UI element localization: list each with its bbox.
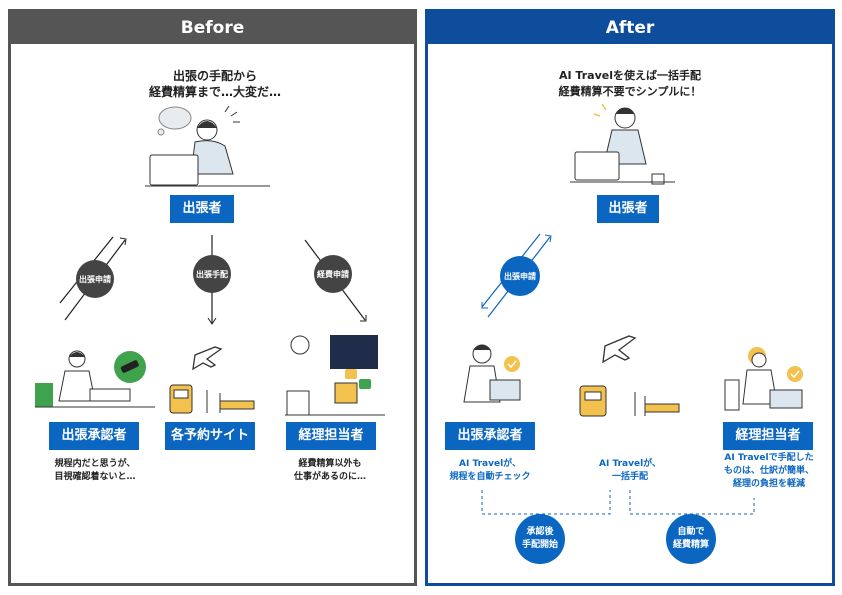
before-accounting-illustration xyxy=(285,335,385,416)
before-approver-box: 出張承認者 xyxy=(49,422,139,450)
stressed-worker-illustration xyxy=(145,105,270,187)
after-step-approval-start: 承認後手配開始 xyxy=(515,514,565,564)
after-accounting-note: AI Travelで手配した ものは、仕訳が簡単、 経理の負担を軽減 xyxy=(723,453,814,489)
after-approver-note: AI Travelが、 規程を自動チェック xyxy=(449,459,531,482)
after-accounting-box: 経理担当者 xyxy=(723,422,813,450)
after-step-auto-expense: 自動で経費精算 xyxy=(666,514,716,564)
after-dashed-connectors xyxy=(481,490,755,515)
before-flow-expense: 経費申請 xyxy=(314,255,352,293)
after-approver-box: 出張承認者 xyxy=(445,422,535,450)
happy-worker-illustration xyxy=(570,103,675,185)
after-flow-application: 出張申請 xyxy=(500,256,540,296)
before-caption: 出張の手配から 経費精算まで…大変だ… xyxy=(148,69,281,99)
after-approver-illustration xyxy=(463,344,521,403)
before-traveler-box: 出張者 xyxy=(170,195,234,223)
before-booking-illustration xyxy=(169,346,255,414)
airplane-icon xyxy=(602,335,637,364)
before-accounting-box: 経理担当者 xyxy=(286,422,376,450)
after-traveler-box: 出張者 xyxy=(597,195,659,223)
before-header: Before xyxy=(11,12,414,44)
airplane-icon xyxy=(192,346,223,371)
after-booking-illustration xyxy=(579,335,680,417)
after-accounting-illustration xyxy=(724,347,803,411)
after-center-note: AI Travelが、 一括手配 xyxy=(599,459,661,482)
before-accounting-note: 経費精算以外も 仕事があるのに… xyxy=(293,459,366,482)
before-approver-illustration xyxy=(35,350,155,408)
before-booking-box: 各予約サイト xyxy=(165,422,255,450)
after-panel: After xyxy=(425,9,835,586)
before-flow-application: 出張申請 xyxy=(76,260,114,298)
before-flow-arrangement: 出張手配 xyxy=(193,255,231,293)
after-header: After xyxy=(428,12,832,44)
before-approver-note: 規程内だと思うが、 目視確認着ないと… xyxy=(54,459,136,482)
after-caption: AI Travelを使えば一括手配 経費精算不要でシンプルに！ xyxy=(558,69,702,98)
